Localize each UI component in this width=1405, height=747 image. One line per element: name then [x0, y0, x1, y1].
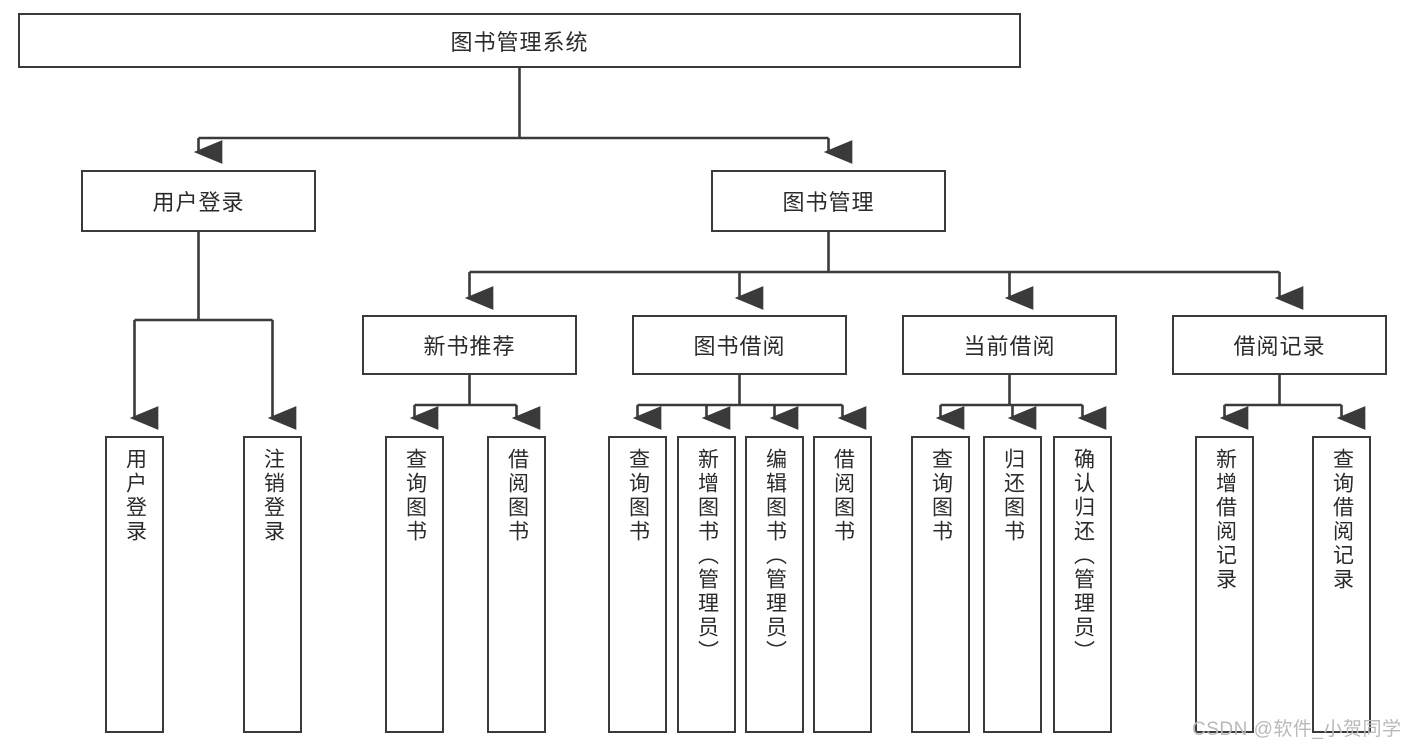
node-leaf-logout[interactable]: 注销登录 — [243, 436, 302, 733]
node-leaf-confirm-return-label: 确认归还（管理员） — [1071, 448, 1095, 664]
node-new-book-recommend-label: 新书推荐 — [423, 334, 516, 359]
node-leaf-query-book-current[interactable]: 查询图书 — [911, 436, 970, 733]
node-leaf-user-login[interactable]: 用户登录 — [105, 436, 164, 733]
node-book-manage[interactable]: 图书管理 — [711, 170, 946, 232]
node-root[interactable]: 图书管理系统 — [18, 13, 1021, 68]
node-leaf-query-book-borrow[interactable]: 查询图书 — [608, 436, 667, 733]
node-leaf-user-login-label: 用户登录 — [123, 448, 147, 544]
node-leaf-edit-book[interactable]: 编辑图书（管理员） — [745, 436, 804, 733]
node-user-login-label: 用户登录 — [152, 190, 245, 215]
node-leaf-borrow-book[interactable]: 借阅图书 — [813, 436, 872, 733]
node-leaf-query-book-borrow-label: 查询图书 — [626, 448, 650, 544]
node-leaf-borrow-book-rec[interactable]: 借阅图书 — [487, 436, 546, 733]
node-leaf-borrow-book-rec-label: 借阅图书 — [505, 448, 529, 544]
node-book-manage-label: 图书管理 — [782, 190, 875, 215]
node-leaf-add-book-label: 新增图书（管理员） — [695, 448, 719, 664]
node-borrow-records[interactable]: 借阅记录 — [1172, 315, 1387, 375]
node-current-borrow[interactable]: 当前借阅 — [902, 315, 1117, 375]
node-leaf-query-book-rec-label: 查询图书 — [403, 448, 427, 544]
node-leaf-add-record[interactable]: 新增借阅记录 — [1195, 436, 1254, 733]
node-leaf-query-record[interactable]: 查询借阅记录 — [1312, 436, 1371, 733]
node-book-borrow-label: 图书借阅 — [693, 334, 786, 359]
node-leaf-edit-book-label: 编辑图书（管理员） — [763, 448, 787, 664]
node-leaf-return-book[interactable]: 归还图书 — [983, 436, 1042, 733]
node-leaf-borrow-book-label: 借阅图书 — [831, 448, 855, 544]
node-book-borrow[interactable]: 图书借阅 — [632, 315, 847, 375]
node-user-login[interactable]: 用户登录 — [81, 170, 316, 232]
node-leaf-query-book-rec[interactable]: 查询图书 — [385, 436, 444, 733]
node-leaf-query-record-label: 查询借阅记录 — [1330, 448, 1354, 592]
node-leaf-confirm-return[interactable]: 确认归还（管理员） — [1053, 436, 1112, 733]
node-new-book-recommend[interactable]: 新书推荐 — [362, 315, 577, 375]
watermark: CSDN @软件_小贺同学 — [1192, 719, 1402, 740]
node-root-label: 图书管理系统 — [450, 29, 589, 55]
node-borrow-records-label: 借阅记录 — [1233, 334, 1326, 359]
node-leaf-return-book-label: 归还图书 — [1001, 448, 1025, 544]
node-leaf-add-book[interactable]: 新增图书（管理员） — [677, 436, 736, 733]
node-leaf-query-book-current-label: 查询图书 — [929, 448, 953, 544]
node-leaf-add-record-label: 新增借阅记录 — [1213, 448, 1237, 592]
node-leaf-logout-label: 注销登录 — [261, 448, 285, 544]
node-current-borrow-label: 当前借阅 — [963, 334, 1056, 359]
